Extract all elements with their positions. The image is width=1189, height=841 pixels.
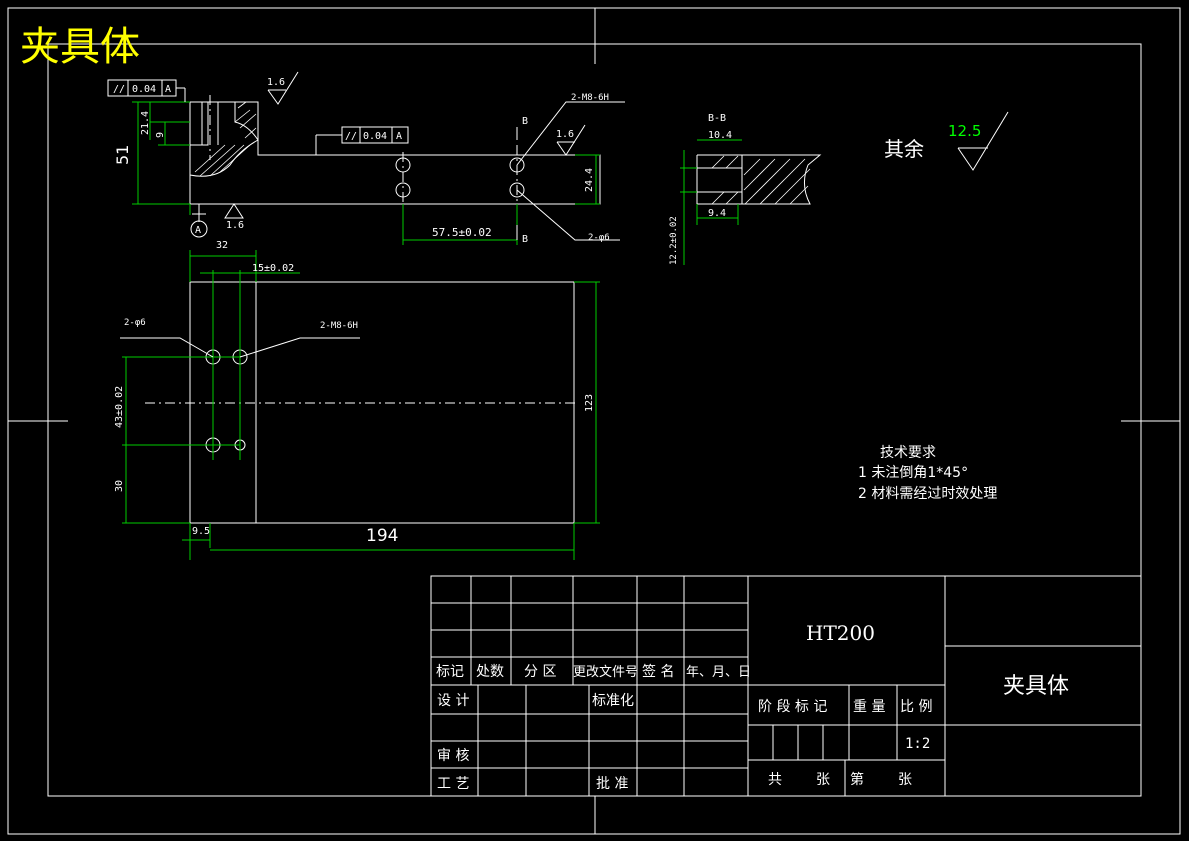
sheet-title: 夹具体 [20,24,140,70]
front-thread-callout: 2-M8-6H [571,93,609,103]
front-hatch-lines [194,101,257,177]
dim-9-4: 9.4 [708,208,726,219]
dim-30: 30 [114,480,125,492]
tb-total: 共 [768,772,782,788]
front-hole-callout: 2-φ6 [588,233,610,243]
dim-9-5: 9.5 [192,526,210,537]
tech-req-title: 技术要求 [880,445,936,461]
title-block [430,575,1142,797]
tb-signature: 签 名 [642,663,674,680]
front-body-outline [189,101,601,205]
dim-32: 32 [216,240,228,251]
datum-a-label: A [195,225,201,236]
tech-req-item-2: 2 材料需经过时效处理 [858,486,997,502]
tb-stage-mark: 阶 段 标 记 [758,699,827,715]
gtol2-datum: A [396,131,402,142]
section-mark-top: B [522,116,528,127]
dim-12-2: 12.2±0.02 [669,216,679,265]
dim-9: 9 [155,132,166,138]
tb-sheet-no: 第 [850,771,864,788]
roughness-bottom-value: 1.6 [226,220,244,231]
dim-51: 51 [113,145,132,165]
tb-material: HT200 [806,621,875,645]
datum-a-symbol [190,204,208,238]
tech-req-item-1: 1 未注倒角1*45° [858,465,968,481]
gtol-frame-1 [107,79,186,102]
gtol2-symbol: // [345,131,357,142]
dim-194: 194 [366,526,398,546]
dim-10-4: 10.4 [708,130,732,141]
roughness-symbol-bottom [224,203,244,219]
tb-change-doc: 更改文件号 [573,665,638,680]
sheet-border [7,7,1181,835]
tb-review: 审 核 [437,748,469,764]
tb-mark: 标记 [436,664,464,680]
top-view [120,250,600,560]
roughness-symbol-top [267,71,299,105]
section-bb-view [680,139,822,265]
tb-scale: 1:2 [905,736,930,752]
gtol2-value: 0.04 [363,131,387,142]
gtol1-datum: A [165,84,171,95]
section-bb-title: B-B [708,113,726,124]
dim-43: 43±0.02 [114,386,125,428]
roughness-other-value: 12.5 [948,122,981,140]
tb-ratio: 比 例 [900,699,932,715]
tb-zone: 分 区 [524,664,556,680]
roughness-right-value: 1.6 [556,129,574,140]
dim-15: 15±0.02 [252,263,294,274]
roughness-other-symbol [957,111,1009,171]
dim-123: 123 [584,394,595,412]
dim-21-4: 21.4 [140,111,151,135]
tb-date: 年、月、日 [686,665,751,680]
gtol1-symbol: // [113,84,125,95]
top-hole-callout: 2-φ6 [124,318,146,328]
tb-sheets1: 张 [816,772,830,788]
roughness-symbol-right [556,124,586,156]
tb-count: 处数 [476,664,504,680]
front-hatch-region [189,101,259,177]
tb-process: 工 艺 [437,776,469,792]
roughness-other-label: 其余 [884,137,924,161]
gtol-frame-2 [315,126,409,155]
tb-design: 设 计 [437,693,469,709]
section-mark-bottom: B [522,234,528,245]
tb-sheets2: 张 [898,772,912,788]
tb-part-name: 夹具体 [1003,674,1069,699]
dim-57-5: 57.5±0.02 [432,226,492,239]
front-view [132,95,601,245]
tb-weight: 重 量 [853,699,885,715]
roughness-top-value: 1.6 [267,77,285,88]
dim-24-4: 24.4 [584,168,595,192]
top-thread-callout: 2-M8-6H [320,321,358,331]
gtol1-value: 0.04 [132,84,156,95]
tb-standardize: 标准化 [592,693,634,709]
tb-approve: 批 准 [596,776,628,792]
